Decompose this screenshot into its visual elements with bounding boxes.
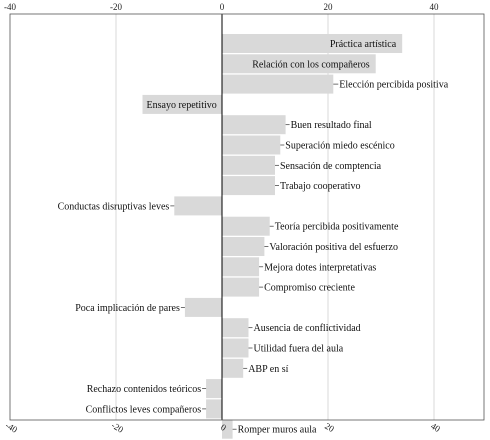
top-tick-label-3: 20 <box>324 2 334 12</box>
bottom-tick-label-1: -20 <box>110 420 126 435</box>
bar-8 <box>174 196 222 216</box>
bar-4 <box>222 115 286 135</box>
bar-1 <box>222 54 376 74</box>
bar-5 <box>222 135 281 155</box>
bar-label-1: Relación con los compañeros <box>252 59 370 70</box>
bar-17 <box>206 379 222 399</box>
bar-label-18: Conflictos leves compañeros <box>86 404 202 415</box>
bottom-tick-label-0: -40 <box>4 420 20 435</box>
bar-12 <box>222 277 260 297</box>
bar-label-0: Práctica artística <box>330 39 397 50</box>
top-tick-label-4: 40 <box>430 2 440 12</box>
bar-label-12: Compromiso creciente <box>264 283 355 294</box>
top-tick-label-2: 0 <box>220 2 225 12</box>
bar-label-2: Elección percibida positiva <box>339 80 448 91</box>
bar-label-14: Ausencia de conflictividad <box>254 323 361 334</box>
bottom-tick-label-2: 0 <box>219 422 228 433</box>
bar-label-10: Valoración positiva del esfuerzo <box>269 242 398 253</box>
bar-10 <box>222 237 265 256</box>
bar-0 <box>222 34 403 53</box>
top-tick-label-0: -40 <box>4 2 16 12</box>
bar-19 <box>222 419 233 439</box>
bar-9 <box>222 216 270 236</box>
bar-label-15: Utilidad fuera del aula <box>254 344 344 355</box>
bar-label-4: Buen resultado final <box>291 120 372 131</box>
bar-label-3: Ensayo repetitivo <box>147 100 217 111</box>
bottom-tick-label-4: 40 <box>429 421 442 434</box>
bar-label-7: Trabajo cooperativo <box>280 181 360 192</box>
bar-2 <box>222 74 334 94</box>
bar-3 <box>142 94 222 114</box>
plot-frame <box>9 13 485 421</box>
bar-label-17: Rechazo contenidos teóricos <box>87 384 202 395</box>
bar-label-16: ABP en sí <box>248 364 288 375</box>
bar-16 <box>222 358 244 378</box>
bar-label-8: Conductas disruptivas leves <box>58 201 170 212</box>
bar-15 <box>222 338 249 358</box>
bars <box>142 34 403 439</box>
bar-label-19: Romper muros aula <box>238 425 317 436</box>
bar-14 <box>222 318 249 338</box>
bar-label-5: Superación miedo escénico <box>285 141 394 152</box>
bar-18 <box>206 399 222 419</box>
bar-label-11: Mejora dotes interpretativas <box>264 262 376 273</box>
bar-6 <box>222 155 275 175</box>
bar-label-9: Teoría percibida positivamente <box>275 222 399 233</box>
bar-13 <box>184 297 222 317</box>
bar-label-13: Poca implicación de pares <box>75 303 180 314</box>
bar-7 <box>222 176 275 196</box>
bottom-tick-label-3: 20 <box>323 421 336 434</box>
top-tick-label-1: -20 <box>110 2 122 12</box>
bar-11 <box>222 257 260 277</box>
bar-label-6: Sensación de comptencia <box>280 161 382 172</box>
